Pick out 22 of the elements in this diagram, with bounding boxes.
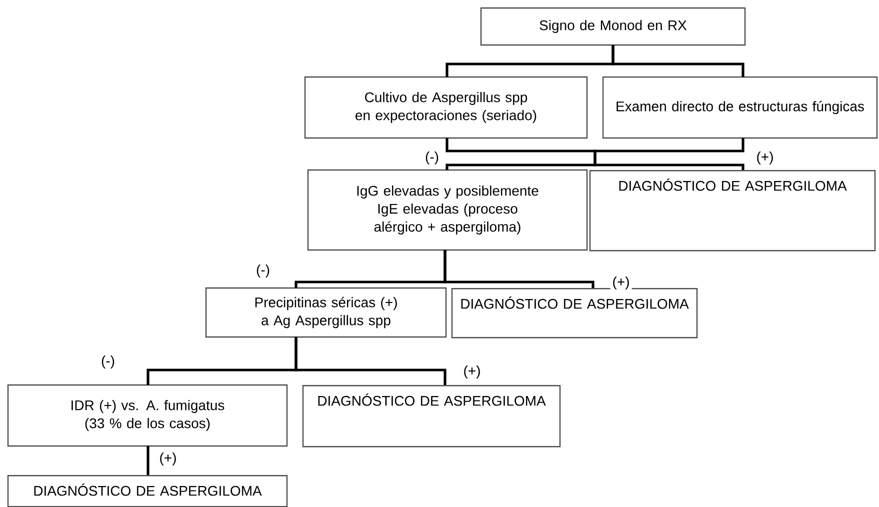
edge-label: (+) <box>610 274 632 292</box>
process-box: DIAGNÓSTICO DE ASPERGILOMA <box>302 384 561 448</box>
process-box: IDR (+) vs. A. fumigatus (33 % de los casos) <box>7 384 288 447</box>
process-box: DIAGNÓSTICO DE ASPERGILOMA <box>7 474 288 507</box>
edge-label: (+) <box>754 149 776 167</box>
edge-label: (-) <box>423 149 441 167</box>
edge-label: (+) <box>461 363 483 381</box>
connector <box>446 138 596 170</box>
process-box: IgG elevadas y posiblemente IgE elevadas (proceso alérgico + aspergiloma) <box>307 169 588 251</box>
process-box: Precipitinas séricas (+) a Ag Aspergillus spp <box>205 287 447 338</box>
edge-label: (-) <box>99 353 117 370</box>
connector <box>612 45 744 77</box>
process-box: Examen directo de estructuras fúngicas <box>602 76 878 139</box>
connector <box>444 250 594 288</box>
connector <box>146 446 150 475</box>
process-box: Cultivo de Aspergillus spp en expectoraciones (seriado) <box>304 76 588 139</box>
edge-label: (-) <box>254 262 272 280</box>
connector <box>594 138 744 170</box>
process-box: DIAGNÓSTICO DE ASPERGILOMA <box>589 170 876 252</box>
edge-label: (+) <box>157 450 179 468</box>
connector <box>294 337 446 385</box>
process-box: Signo de Monod en RX <box>480 7 746 46</box>
